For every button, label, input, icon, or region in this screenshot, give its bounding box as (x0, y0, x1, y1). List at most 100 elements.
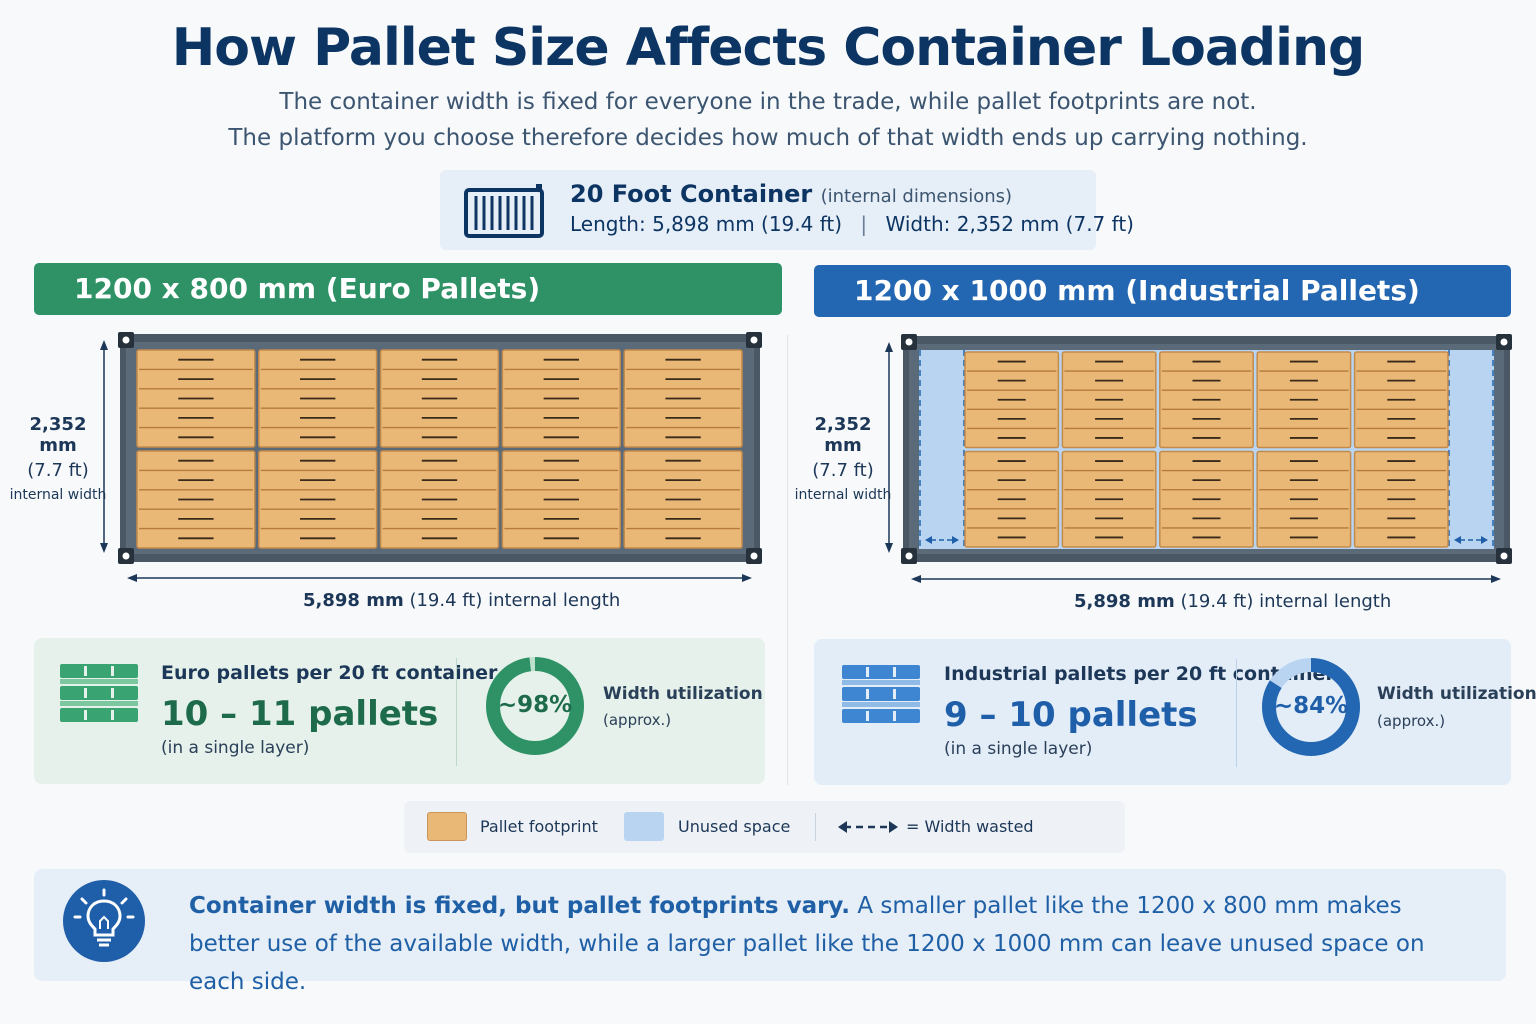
container-dimensions-line: Length: 5,898 mm (19.4 ft) | Width: 2,35… (570, 212, 1134, 236)
industrial-utilization-title: Width utilization (1377, 684, 1536, 704)
industrial-stat-note: (in a single layer) (944, 739, 1093, 759)
legend-divider (815, 813, 816, 841)
euro-pallet (258, 450, 378, 549)
industrial-stat-card: Industrial pallets per 20 ft container 9… (814, 639, 1536, 785)
industrial-length-rest: (19.4 ft) internal length (1174, 591, 1392, 612)
dimension-separator: | (860, 212, 868, 236)
key-takeaway-rest: A smaller pallet like the 1200 x 800 mm … (189, 893, 1425, 995)
euro-length-label: 5,898 mm (19.4 ft) internal length (303, 590, 620, 611)
industrial-length-arrowhead-right (1491, 575, 1501, 583)
industrial-width-note: internal width (794, 487, 892, 503)
key-takeaway-text: Container width is fixed, but pallet foo… (189, 887, 1479, 1001)
subtitle-line-2: The platform you choose therefore decide… (228, 125, 1308, 151)
euro-width-arrowhead-top (100, 340, 108, 350)
legend-wasted-label: = Width wasted (906, 817, 1034, 836)
industrial-corner-hole (905, 552, 913, 560)
euro-stat-note: (in a single layer) (161, 738, 310, 758)
industrial-pallet (964, 450, 1060, 548)
euro-pallet (501, 450, 621, 549)
container-loading-diagrams (100, 332, 1512, 583)
euro-ring-fill (486, 657, 584, 755)
industrial-utilization-value: ~84% (1273, 693, 1349, 719)
euro-pallet (136, 450, 256, 549)
euro-corner-hole (122, 552, 130, 560)
euro-section-heading: 1200 x 800 mm (Euro Pallets) (34, 263, 782, 315)
euro-width-arrowhead-bottom (100, 543, 108, 553)
key-takeaway-strong: Container width is fixed, but pallet foo… (189, 893, 851, 919)
lightbulb-icon (63, 880, 145, 962)
euro-length-mm: 5,898 mm (303, 590, 404, 611)
euro-length-arrowhead-left (127, 574, 137, 582)
industrial-corner-hole (1500, 552, 1508, 560)
container-info-panel: 20 Foot Container (internal dimensions) … (440, 170, 1134, 250)
euro-pallet (136, 349, 256, 448)
industrial-pallet (964, 351, 1060, 449)
euro-corner-hole (750, 552, 758, 560)
euro-utilization-ring (486, 657, 584, 755)
euro-pallet (258, 349, 378, 448)
euro-stat-value: 10 – 11 pallets (161, 694, 439, 734)
euro-pallet (379, 349, 500, 448)
section-divider (787, 335, 788, 785)
container-note: (internal dimensions) (820, 186, 1013, 207)
euro-card-divider (456, 658, 457, 766)
euro-length-arrowhead-right (742, 574, 752, 582)
industrial-length-arrowhead-left (911, 575, 921, 583)
industrial-pallet-stack-icon (842, 665, 920, 723)
industrial-width-arrowhead-top (885, 342, 893, 352)
industrial-card-divider (1236, 659, 1237, 767)
wasted-arrowhead (952, 536, 959, 544)
industrial-width-arrowhead-bottom (885, 543, 893, 553)
industrial-pallet (1353, 450, 1449, 548)
width-wasted-arrow-left (925, 536, 959, 544)
industrial-pallet (1159, 450, 1254, 548)
euro-pallet (623, 450, 743, 549)
industrial-pallet (1256, 351, 1352, 449)
container-name: 20 Foot Container (570, 180, 813, 208)
industrial-width-label: 2,352 mm (7.7 ft) internal width (793, 414, 893, 503)
legend: Pallet footprint Unused space = Width wa… (404, 801, 1125, 853)
euro-pallet (623, 349, 743, 448)
euro-pallet (501, 349, 621, 448)
industrial-corner-hole (905, 338, 913, 346)
double-arrow-dashed-icon (838, 821, 898, 833)
euro-width-mm: 2,352 mm (29, 414, 87, 456)
euro-pallet (379, 450, 500, 549)
industrial-pallet (1061, 450, 1157, 548)
subtitle-line-1: The container width is fixed for everyon… (279, 89, 1257, 115)
industrial-section-heading: 1200 x 1000 mm (Industrial Pallets) (814, 265, 1511, 317)
legend-unused-swatch (624, 812, 664, 841)
euro-utilization-note: (approx.) (603, 711, 672, 729)
wasted-arrowhead (1481, 536, 1488, 544)
euro-utilization-title: Width utilization (603, 684, 763, 704)
euro-utilization-value: ~98% (497, 692, 573, 718)
euro-corner-hole (750, 336, 758, 344)
container-name-line: 20 Foot Container (internal dimensions) (570, 180, 1012, 208)
industrial-pallet (1353, 351, 1449, 449)
legend-pallet-label: Pallet footprint (480, 817, 598, 836)
industrial-width-ft: (7.7 ft) (812, 460, 874, 481)
industrial-pallet (1061, 351, 1157, 449)
industrial-pallet (1159, 351, 1254, 449)
euro-corner-hole (122, 336, 130, 344)
industrial-stat-title: Industrial pallets per 20 ft container (944, 663, 1335, 685)
wasted-arrowhead (1454, 536, 1461, 544)
euro-pallet-stack-icon (60, 664, 138, 722)
industrial-corner-hole (1500, 338, 1508, 346)
page-title: How Pallet Size Affects Container Loadin… (171, 18, 1365, 78)
wasted-arrowhead (925, 536, 932, 544)
industrial-pallet (1256, 450, 1352, 548)
width-label: Width: (885, 212, 951, 236)
euro-width-note: internal width (9, 487, 107, 503)
euro-stat-card: Euro pallets per 20 ft container 10 – 11… (34, 638, 765, 784)
euro-length-rest: (19.4 ft) internal length (403, 590, 621, 611)
industrial-stat-value: 9 – 10 pallets (944, 695, 1198, 735)
euro-width-ft: (7.7 ft) (27, 460, 89, 481)
legend-pallet-swatch (427, 812, 467, 841)
width-wasted-arrow-right (1454, 536, 1488, 544)
width-value: 2,352 mm (7.7 ft) (956, 212, 1134, 236)
industrial-ring-fill (1262, 658, 1360, 756)
industrial-utilization-note: (approx.) (1377, 712, 1446, 730)
euro-stat-title: Euro pallets per 20 ft container (161, 662, 498, 684)
industrial-utilization-ring (1262, 658, 1360, 756)
